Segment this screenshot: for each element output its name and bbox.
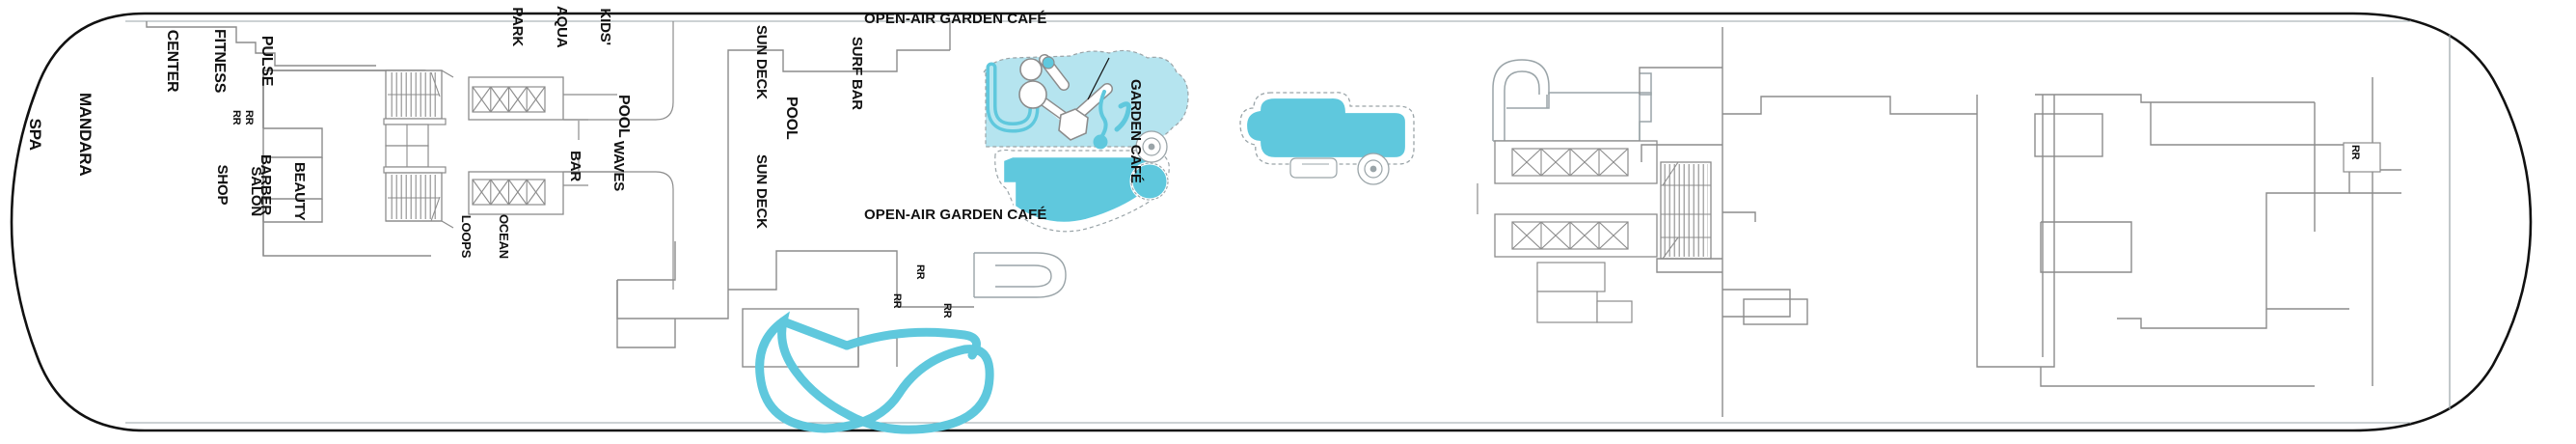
restroom-block-stern — [2343, 142, 2381, 173]
label-restroom-aft-2: RR — [891, 293, 903, 309]
label-kids-aqua-park-line1: KIDS' — [597, 8, 614, 45]
label-ocean-loops-line1: OCEAN — [497, 214, 512, 259]
waves-bar-structure — [973, 252, 1067, 298]
hull-outline — [10, 12, 2533, 432]
stairwell-forward-lower — [383, 166, 454, 229]
label-mandara-spa-line2: SPA — [26, 118, 45, 151]
restroom-blocks-aft — [1536, 262, 1633, 323]
label-open-air-garden-cafe-top: OPEN-AIR GARDEN CAFÉ — [864, 11, 1047, 27]
label-restroom-forward-1: RR — [230, 110, 242, 125]
label-sun-deck-top: SUN DECK — [753, 25, 770, 99]
label-pool-main: POOL — [615, 95, 632, 138]
label-pulse-line2: FITNESS — [211, 29, 229, 94]
label-pulse-line3: CENTER — [164, 29, 181, 93]
label-mandara-spa: MANDARA SPA — [0, 93, 127, 176]
label-pool-aft: POOL — [783, 97, 800, 140]
elevator-bank-forward-lower — [468, 171, 617, 215]
garden-cafe-structure — [1976, 77, 2373, 387]
label-kids-aqua-park: KIDS' AQUA PARK — [480, 6, 642, 47]
main-pool — [994, 130, 1170, 233]
label-pulse-fitness-center: PULSE FITNESS CENTER — [133, 29, 306, 93]
corridor-connectors-forward — [564, 21, 674, 290]
label-waves-bar: WAVES BAR — [538, 141, 656, 191]
label-waves-bar-line1: WAVES — [610, 141, 628, 192]
kids-aqua-park — [982, 49, 1189, 150]
elevator-bank-aft-lower — [1477, 183, 1658, 258]
label-open-air-garden-cafe-bottom: OPEN-AIR GARDEN CAFÉ — [864, 207, 1047, 223]
stairwell-forward-upper — [383, 69, 454, 125]
aft-pool — [1239, 92, 1415, 185]
stairwell-aft — [1660, 161, 1712, 260]
label-garden-cafe: GARDEN CAFÉ — [1127, 79, 1144, 183]
label-restroom-aft-1: RR — [914, 264, 926, 280]
label-waves-bar-line2: BAR — [566, 151, 583, 181]
label-beauty-salon-line1: BEAUTY — [291, 162, 309, 221]
label-beauty-salon: BEAUTY SALON — [219, 162, 337, 220]
restroom-blocks-forward — [385, 124, 429, 168]
label-beauty-salon-line2: SALON — [247, 166, 264, 216]
aft-corridor-walls — [1639, 27, 1977, 417]
label-mandara-spa-line1: MANDARA — [76, 93, 95, 177]
label-kids-aqua-park-line3: PARK — [508, 7, 526, 46]
label-restroom-forward-2: RR — [243, 110, 255, 125]
label-ocean-loops-line2: LOOPS — [458, 214, 474, 259]
midship-walls — [616, 21, 974, 368]
spa-structure-walls — [146, 21, 431, 257]
elevator-bank-forward-upper — [468, 76, 617, 121]
label-kids-aqua-park-line2: AQUA — [553, 6, 570, 48]
ocean-loops-slide — [755, 311, 994, 434]
label-pulse-line1: PULSE — [258, 35, 276, 87]
surf-bar-structure — [1492, 59, 1652, 142]
label-restroom-stern: RR — [2349, 145, 2361, 160]
elevator-bank-aft-upper — [1494, 140, 1658, 184]
label-sun-deck-bottom: SUN DECK — [753, 154, 770, 229]
stern-structure — [2117, 35, 2451, 409]
label-surf-bar: SURF BAR — [849, 37, 865, 110]
deck-edge-lines — [125, 20, 2411, 424]
label-restroom-aft-3: RR — [941, 303, 953, 319]
label-ocean-loops: OCEAN LOOPS — [434, 214, 536, 259]
